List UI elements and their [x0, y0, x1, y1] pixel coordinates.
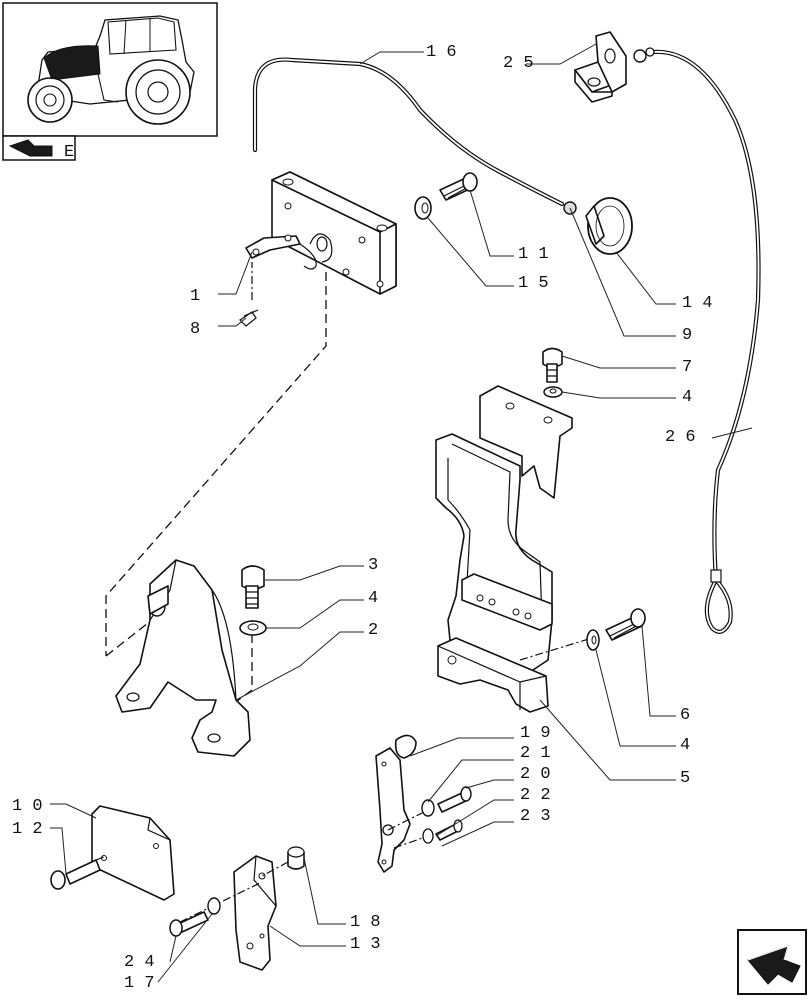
callout-label-c15: 1 5 [518, 274, 549, 293]
washer-17 [207, 897, 221, 915]
callout-label-c13: 1 3 [350, 935, 381, 954]
bracket-13 [233, 855, 277, 971]
callout-label-c18: 1 8 [350, 913, 381, 932]
tractor-thumbnail [2, 2, 218, 137]
assembly-line-lever [387, 809, 429, 849]
assembly-line-housing [105, 272, 327, 656]
assembly-line-bracket13 [179, 861, 289, 923]
callout-label-c14: 1 4 [682, 294, 713, 313]
bolt-20 [437, 786, 472, 813]
callout-label-c16: 1 6 [426, 43, 457, 62]
bolt-12 [50, 855, 107, 890]
callout-label-c6: 6 [680, 706, 690, 725]
callout-label-c12: 1 2 [12, 820, 43, 839]
callout-label-c22: 2 2 [520, 786, 551, 805]
angle-bracket-25 [574, 31, 655, 103]
washer-4c [586, 629, 600, 651]
callout-label-c7: 7 [682, 358, 692, 377]
callout-label-c23: 2 3 [520, 807, 551, 826]
knob-14 [585, 197, 633, 255]
callout-label-c8: 8 [190, 320, 200, 339]
callout-label-c21: 2 1 [520, 744, 551, 763]
callout-label-c25: 2 5 [503, 54, 534, 73]
callout-label-c4c: 4 [680, 736, 690, 755]
bolt-3 [241, 565, 265, 609]
nut-18 [287, 846, 305, 870]
callout-label-c19: 1 9 [520, 724, 551, 743]
callout-label-c1: 1 [190, 287, 200, 306]
callout-label-c17: 1 7 [124, 974, 155, 993]
callout-label-c10: 1 0 [12, 797, 43, 816]
thumbnail-label: E [64, 143, 74, 162]
thumbnail-caption-box: E [2, 135, 76, 162]
bolt-24 [169, 911, 209, 937]
callout-labels: 1 2 3 4 4 4 5 6 7 8 9 1 0 1 1 1 2 1 3 1 4 1 5 1 6 1 7 1 8 1 … [12, 43, 713, 993]
control-housing-1 [245, 171, 397, 295]
bolt-7 [542, 347, 563, 383]
washer-15 [414, 196, 432, 220]
washer-21 [421, 799, 435, 817]
callout-label-c2: 2 [368, 621, 378, 640]
callout-label-c3: 3 [368, 556, 378, 575]
callout-label-c5: 5 [680, 769, 690, 788]
callout-label-c20: 2 0 [520, 765, 551, 784]
plate-10 [91, 805, 175, 901]
assembly-line-bolt6 [519, 637, 593, 661]
bolt-6 [605, 608, 646, 641]
callout-label-c11: 1 1 [518, 245, 549, 264]
washer-4b [543, 386, 563, 398]
support-bracket-2 [115, 559, 251, 757]
washer-22 [422, 828, 434, 844]
bolt-23 [435, 819, 463, 841]
lever-19 [375, 734, 417, 873]
callout-label-c24: 2 4 [124, 953, 155, 972]
next-page-button[interactable] [737, 929, 807, 995]
mounting-frame-5 [435, 385, 573, 713]
callout-label-c26: 2 6 [665, 428, 696, 447]
callout-label-c4b: 4 [682, 388, 692, 407]
split-pin-8 [239, 262, 259, 327]
washer-4a [239, 620, 267, 636]
assembly-line-bolt3 [213, 620, 253, 730]
leader-lines [50, 43, 753, 983]
bolt-11 [439, 172, 478, 201]
throttle-cable-16 [252, 57, 565, 207]
callout-label-c4a: 4 [368, 589, 378, 608]
cable-26 [649, 49, 761, 634]
callout-label-c9: 9 [682, 326, 692, 345]
